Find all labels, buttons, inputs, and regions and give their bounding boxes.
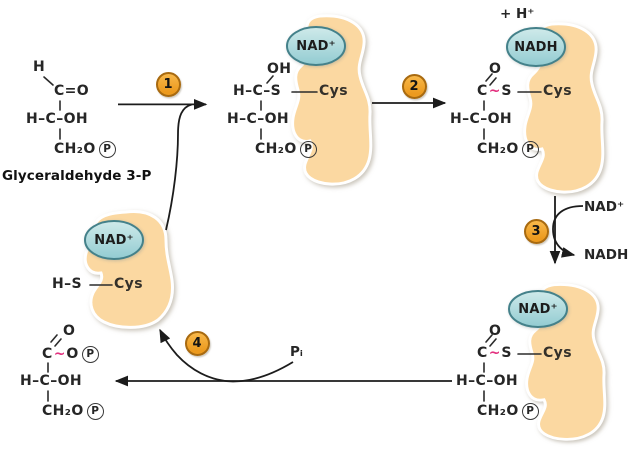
phosphate-circle-icon: P — [98, 141, 116, 158]
enzyme-join-curve — [165, 103, 193, 231]
hemithioacetal-mid-row: H–C–OH — [227, 111, 290, 127]
inorganic-phosphate-label: Pᵢ — [290, 344, 303, 360]
nadh-out-label: NADH — [584, 247, 629, 263]
reaction-arrows — [114, 97, 584, 387]
nadh-label-thioester-top: NADH — [514, 40, 558, 55]
thioester-bottom-s: S — [501, 345, 512, 361]
nad-in-label: NAD⁺ — [584, 199, 625, 215]
thioester-bottom-c: C — [477, 345, 488, 361]
arrow-step4-pi-curve — [159, 328, 294, 383]
phosphate-circle-icon: P — [81, 346, 99, 363]
thioester-bottom-tail-text: CH₂O — [477, 403, 519, 419]
phosphate-circle-icon: P — [299, 141, 317, 158]
bpg-o: O — [63, 323, 76, 339]
g3p-tail-text: CH₂O — [54, 141, 96, 157]
phosphate-circle-icon: P — [521, 141, 539, 158]
nad-oval-hemithioacetal — [286, 26, 346, 66]
bpg-mid-row: H–C–OH — [20, 373, 83, 389]
thioester-top-s: S — [501, 83, 512, 99]
plus-h-label: + H⁺ — [500, 6, 535, 22]
free-enzyme-cys: Cys — [114, 276, 143, 292]
thioester-bottom-o: O — [489, 323, 502, 339]
step2-badge: 2 — [401, 73, 427, 99]
g3p-top-h: H — [33, 59, 46, 75]
hemithioacetal-tail-row: CH₂O P — [255, 141, 317, 158]
thioester-top-c: C — [477, 83, 488, 99]
thioester-top-o: O — [489, 61, 502, 77]
nad-label-thioester-bottom: NAD⁺ — [518, 302, 558, 317]
hemithioacetal-tail-text: CH₂O — [255, 141, 297, 157]
phosphate-circle-icon: P — [86, 403, 104, 420]
nad-nadh-exchange-curve — [552, 205, 584, 258]
thioester-top-cys: Cys — [543, 83, 572, 99]
thioester-top-mid-row: H–C–OH — [450, 111, 513, 127]
high-energy-bond-tilde: ~ — [488, 83, 501, 99]
bond-lines — [43, 73, 542, 402]
nadh-oval-thioester-top — [506, 27, 566, 67]
bpg-o-right: O — [66, 346, 79, 362]
thioester-bottom-cys: Cys — [543, 345, 572, 361]
step4-badge: 4 — [184, 330, 210, 356]
bpg-tail-row: CH₂O P — [42, 403, 104, 420]
thioester-bottom-cs-row: C ~ S — [477, 346, 512, 361]
step3-badge: 3 — [523, 218, 549, 244]
thioester-bottom-tail-row: CH₂O P — [477, 403, 539, 420]
thioester-top-cs-row: C ~ S — [477, 84, 512, 99]
bpg-cop-row: C ~ O P — [42, 346, 99, 363]
thioester-bottom-mid-row: H–C–OH — [456, 373, 519, 389]
high-energy-bond-tilde: ~ — [53, 346, 66, 362]
substrate-name-label: Glyceraldehyde 3-P — [2, 168, 152, 184]
nad-label-free-enzyme: NAD⁺ — [94, 233, 134, 248]
free-enzyme-hs: H–S — [52, 276, 82, 292]
nad-label-hemithioacetal: NAD⁺ — [296, 39, 336, 54]
cofactor-ovals — [84, 26, 568, 328]
phosphate-circle-icon: P — [521, 403, 539, 420]
hemithioacetal-oh: OH — [267, 61, 292, 77]
bpg-tail-text: CH₂O — [42, 403, 84, 419]
step1-badge: 1 — [155, 71, 181, 97]
g3p-mid-row: H–C–OH — [26, 111, 89, 127]
thioester-top-tail-row: CH₂O P — [477, 141, 539, 158]
hemithioacetal-cys: Cys — [319, 83, 348, 99]
thioester-top-tail-text: CH₂O — [477, 141, 519, 157]
bpg-c: C — [42, 346, 53, 362]
hemithioacetal-chain: H–C–S — [233, 83, 282, 99]
g3p-carbonyl: C=O — [54, 83, 90, 99]
high-energy-bond-tilde: ~ — [488, 345, 501, 361]
g3p-tail-row: CH₂O P — [54, 141, 116, 158]
nad-oval-free-enzyme — [84, 220, 144, 260]
nad-oval-thioester-bottom — [508, 290, 568, 328]
